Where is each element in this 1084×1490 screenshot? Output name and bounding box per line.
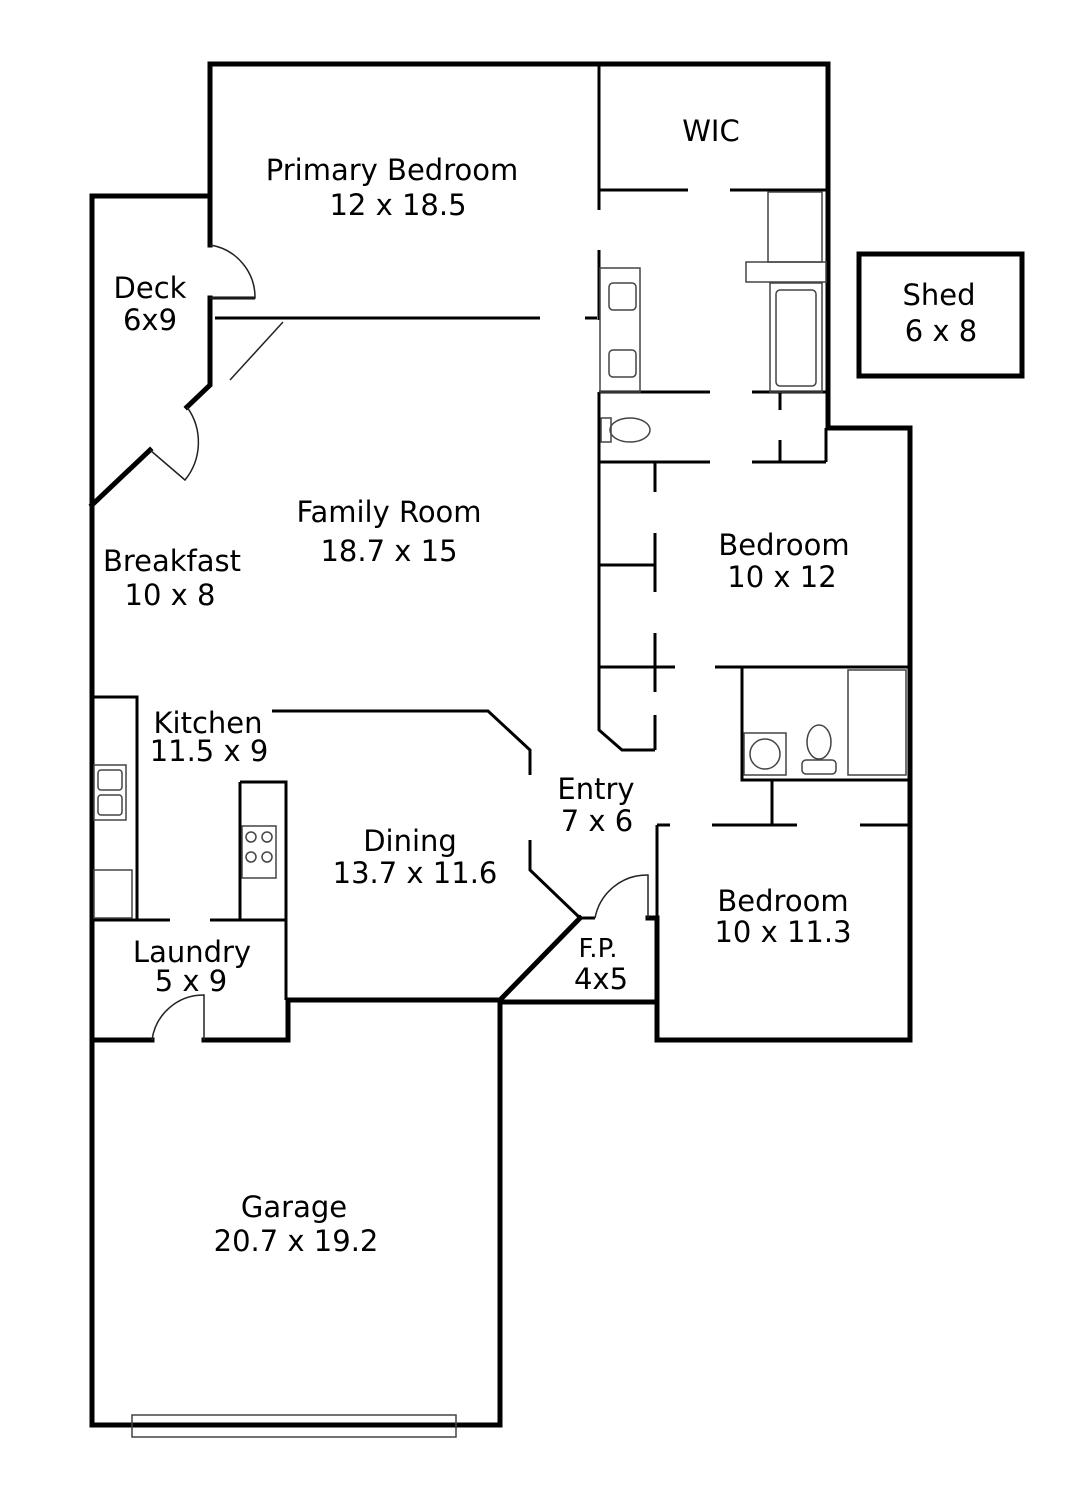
room-name: Deck [114, 271, 187, 305]
room-name: Family Room [296, 495, 481, 529]
garage-door [131, 1414, 457, 1438]
appliance [93, 869, 133, 919]
room-name: WIC [682, 114, 739, 148]
room-name: Garage [241, 1190, 347, 1224]
cooktop-icon [241, 825, 277, 879]
bathtub-icon [769, 282, 823, 393]
kitchen-sink-icon [93, 764, 127, 821]
room-size: 20.7 x 19.2 [214, 1224, 379, 1258]
door-swing [209, 244, 256, 299]
room-size: 10 x 8 [125, 578, 216, 612]
room-name: Dining [363, 824, 457, 858]
interior-walls [92, 64, 908, 1000]
room-labels: Primary Bedroom 12 x 18.5 WIC Shed 6 x 8… [103, 114, 977, 1258]
sink-icon [743, 732, 787, 776]
room-size: 18.7 x 15 [320, 534, 457, 568]
room-name: Shed [902, 278, 975, 312]
door-swing [151, 994, 205, 1041]
shower-icon [767, 191, 823, 263]
vanity [599, 267, 641, 393]
room-name: Entry [557, 772, 634, 806]
room-name: Laundry [133, 935, 251, 969]
sink-icon [608, 349, 637, 378]
door-swing [594, 874, 649, 919]
room-name: Kitchen [154, 706, 263, 740]
shed-outline [856, 251, 1025, 379]
room-size: 6x9 [123, 303, 177, 337]
room-size: 11.5 x 9 [150, 734, 269, 768]
room-name: Primary Bedroom [266, 153, 518, 187]
room-size: 4x5 [574, 962, 628, 996]
room-name: Bedroom [717, 884, 848, 918]
counter [745, 261, 827, 283]
sliding-door [229, 321, 284, 381]
room-size: 7 x 6 [561, 804, 634, 838]
doors [149, 244, 649, 1041]
room-size: 13.7 x 11.6 [333, 856, 498, 890]
fixtures [93, 191, 907, 1438]
sink-icon [608, 282, 637, 311]
room-name: Bedroom [718, 528, 849, 562]
room-size: 10 x 11.3 [714, 915, 851, 949]
room-size: 10 x 12 [727, 560, 836, 594]
toilet-icon [609, 417, 651, 443]
room-size: 12 x 18.5 [329, 188, 466, 222]
shower-icon [847, 669, 907, 776]
toilet-icon [806, 724, 832, 760]
room-name: Breakfast [103, 544, 241, 578]
room-size: 5 x 9 [155, 964, 228, 998]
room-size: 6 x 8 [905, 314, 978, 348]
room-name: F.P. [579, 934, 618, 964]
door-swing [149, 406, 200, 482]
